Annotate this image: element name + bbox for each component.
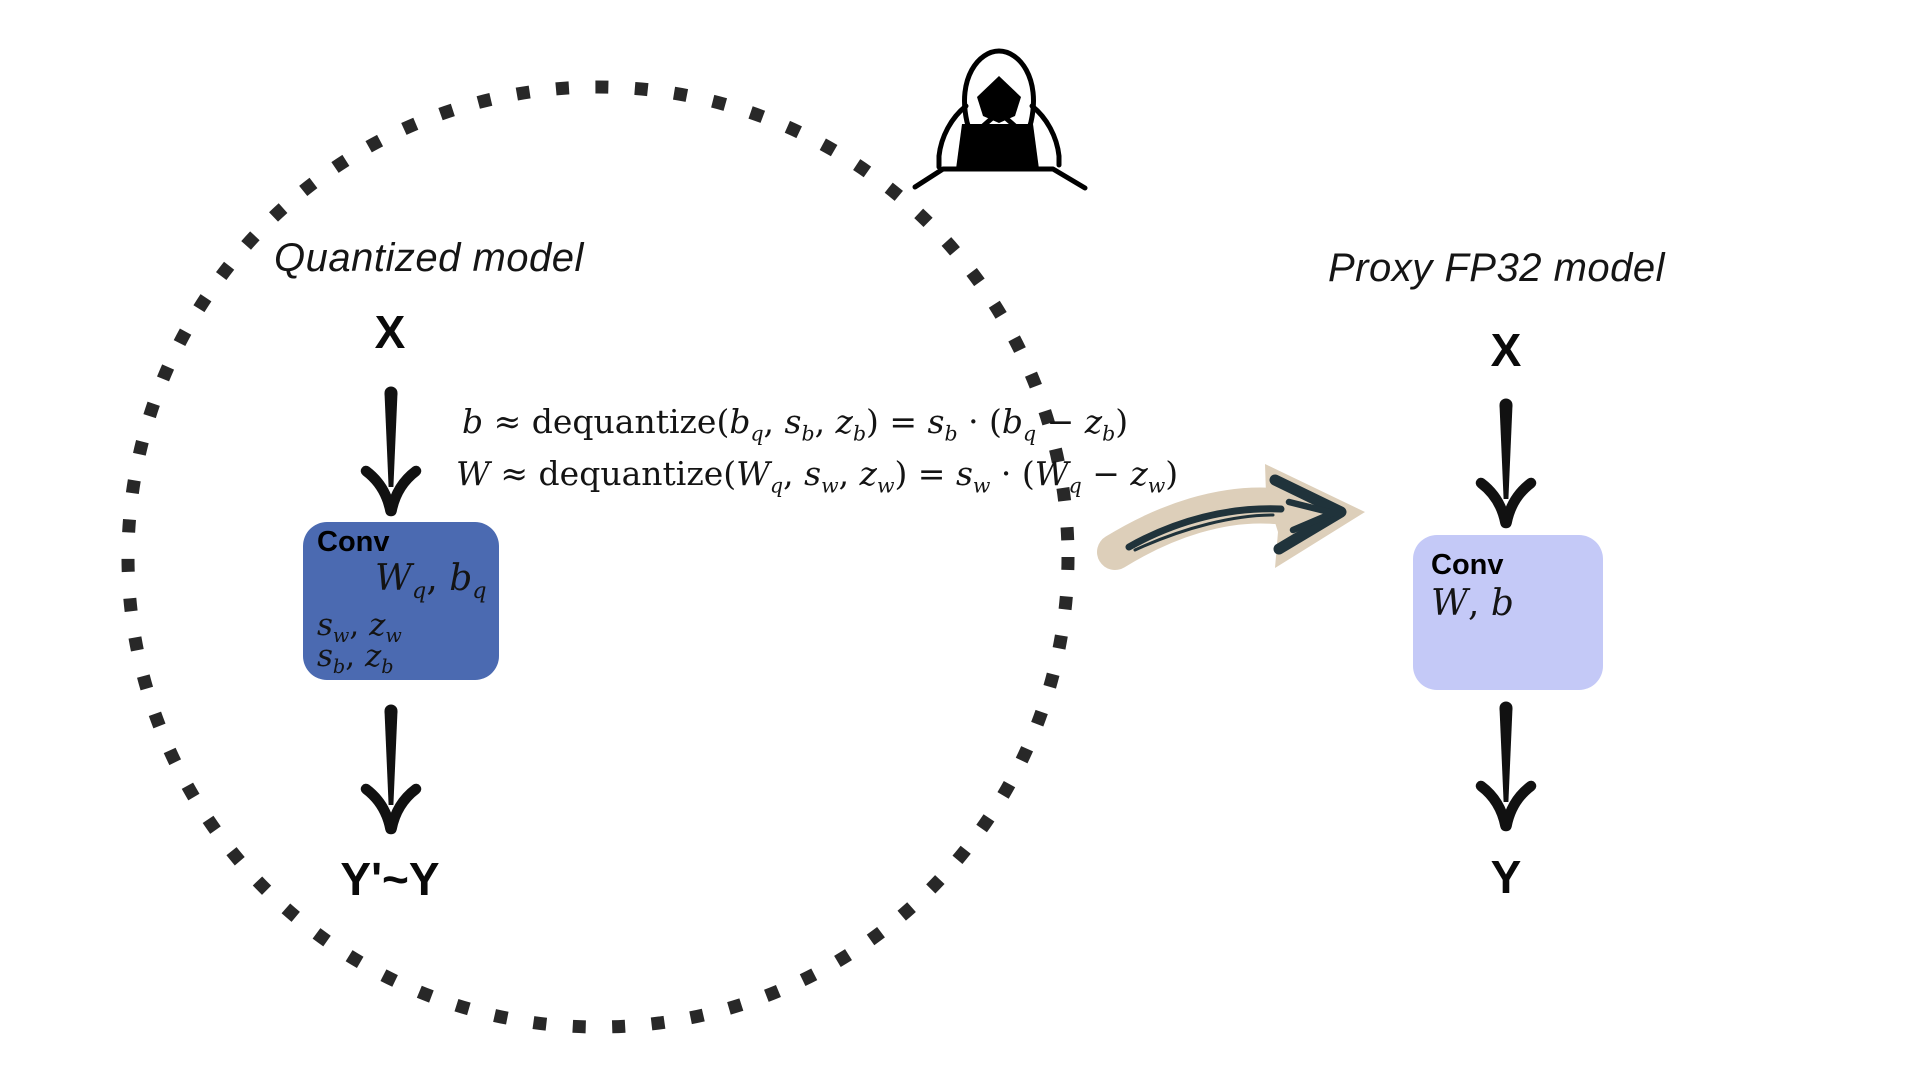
equation-weight-dequantize: W ≈ dequantize(Wq, sw, zw) = sw · (Wq − … bbox=[456, 454, 1179, 498]
quantized-output-label: Y'~Y bbox=[340, 853, 440, 905]
arrow-x-to-conv-right bbox=[1481, 399, 1531, 524]
arrow-conv-to-y-right bbox=[1481, 702, 1531, 827]
proxy-conv-weights: W, b bbox=[1431, 583, 1514, 624]
dotted-circle-boundary bbox=[121, 80, 1075, 1034]
proxy-conv-label: Conv bbox=[1431, 549, 1504, 581]
quantized-conv-label: Conv bbox=[317, 526, 390, 558]
hacker-icon bbox=[912, 48, 1088, 191]
arrow-x-to-conv-left bbox=[366, 387, 416, 512]
quantized-conv-weights: Wq, bq bbox=[375, 558, 487, 605]
quantized-conv-bias-qparams: sb, zb bbox=[317, 638, 394, 679]
equation-bias-dequantize: b ≈ dequantize(bq, sb, zb) = sb · (bq − … bbox=[462, 402, 1129, 446]
proxy-model-title: Proxy FP32 model bbox=[1328, 246, 1666, 290]
arrow-conv-to-y-left bbox=[366, 705, 416, 830]
quantized-conv-box: Conv Wq, bq sw, zw sb, zb bbox=[303, 522, 499, 680]
quantized-conv-weight-qparams: sw, zw bbox=[317, 607, 402, 648]
proxy-input-label: X bbox=[1490, 324, 1522, 376]
quantized-input-label: X bbox=[374, 306, 406, 358]
proxy-conv-box: Conv W, b bbox=[1413, 535, 1603, 690]
quantized-model-title: Quantized model bbox=[274, 236, 584, 280]
handdrawn-right-arrow-icon bbox=[1097, 464, 1365, 570]
proxy-output-label: Y bbox=[1490, 851, 1522, 903]
